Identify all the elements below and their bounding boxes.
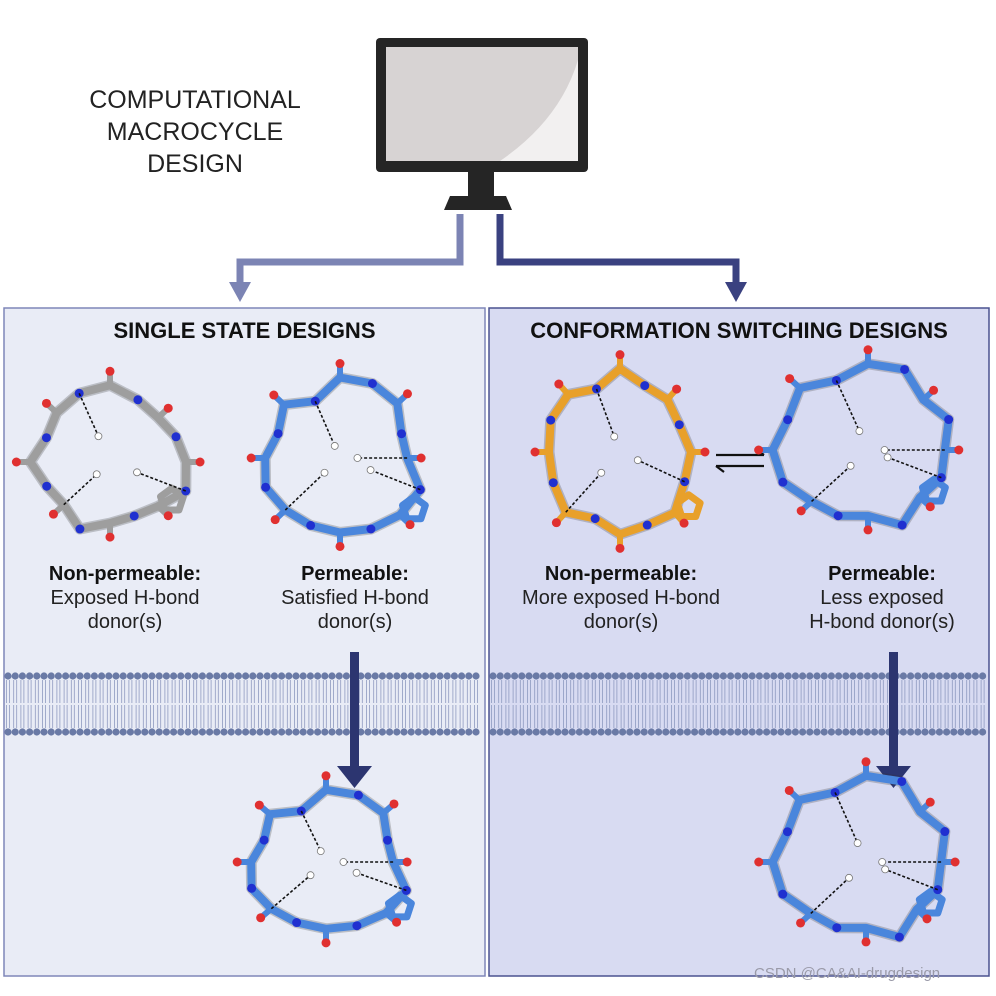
right-arrowhead	[725, 282, 747, 302]
caption-heading: Permeable:	[828, 563, 936, 585]
single-state-title: SINGLE STATE DESIGNS	[113, 318, 376, 343]
computer-monitor-icon	[376, 38, 588, 210]
title-line: MACROCYCLE	[106, 118, 284, 146]
caption-non-permeable-switching: Non-permeable: More exposed H-bond donor…	[506, 562, 736, 634]
caption-non-permeable-single: Non-permeable: Exposed H-bond donor(s)	[20, 562, 230, 634]
switching-panel-bg	[488, 307, 990, 977]
caption-line: Less exposed	[820, 587, 944, 609]
page-title: COMPUTATIONAL MACROCYCLE DESIGN	[60, 84, 330, 180]
caption-line: More exposed H-bond	[522, 587, 720, 609]
left-permeation-arrow	[350, 652, 359, 770]
caption-line: donor(s)	[87, 611, 163, 633]
macrocycle-molecule-icon	[11, 366, 205, 542]
macrocycle-molecule-icon	[530, 350, 710, 553]
caption-line: Exposed H-bond	[50, 587, 200, 609]
lipid-bilayer-icon	[489, 672, 987, 736]
macrocycle-molecule-icon	[754, 757, 960, 947]
watermark: CSDN @CA&AI-drugdesign	[754, 965, 941, 982]
right-permeation-arrow	[889, 652, 898, 770]
macrocycle-molecule-icon	[246, 359, 429, 551]
caption-heading: Non-permeable:	[544, 563, 698, 585]
caption-heading: Permeable:	[301, 563, 409, 585]
caption-permeable-switching: Permeable: Less exposed H-bond donor(s)	[784, 562, 980, 634]
left-branch-arrow	[236, 214, 464, 288]
caption-line: Satisfied H-bond	[281, 587, 429, 609]
caption-line: donor(s)	[317, 611, 393, 633]
caption-permeable-single: Permeable: Satisfied H-bond donor(s)	[250, 562, 460, 634]
caption-heading: Non-permeable:	[48, 563, 202, 585]
title-line: DESIGN	[147, 150, 243, 178]
lipid-bilayer-icon	[4, 672, 480, 736]
right-branch-arrow	[496, 214, 740, 288]
macrocycle-molecule-icon	[232, 771, 415, 948]
title-line: COMPUTATIONAL	[89, 86, 301, 114]
switching-title: CONFORMATION SWITCHING DESIGNS	[530, 318, 948, 343]
caption-line: H-bond donor(s)	[809, 611, 955, 633]
left-arrowhead	[229, 282, 251, 302]
single-state-panel-bg	[3, 307, 486, 977]
macrocycle-molecule-icon	[754, 345, 964, 535]
caption-line: donor(s)	[583, 611, 659, 633]
